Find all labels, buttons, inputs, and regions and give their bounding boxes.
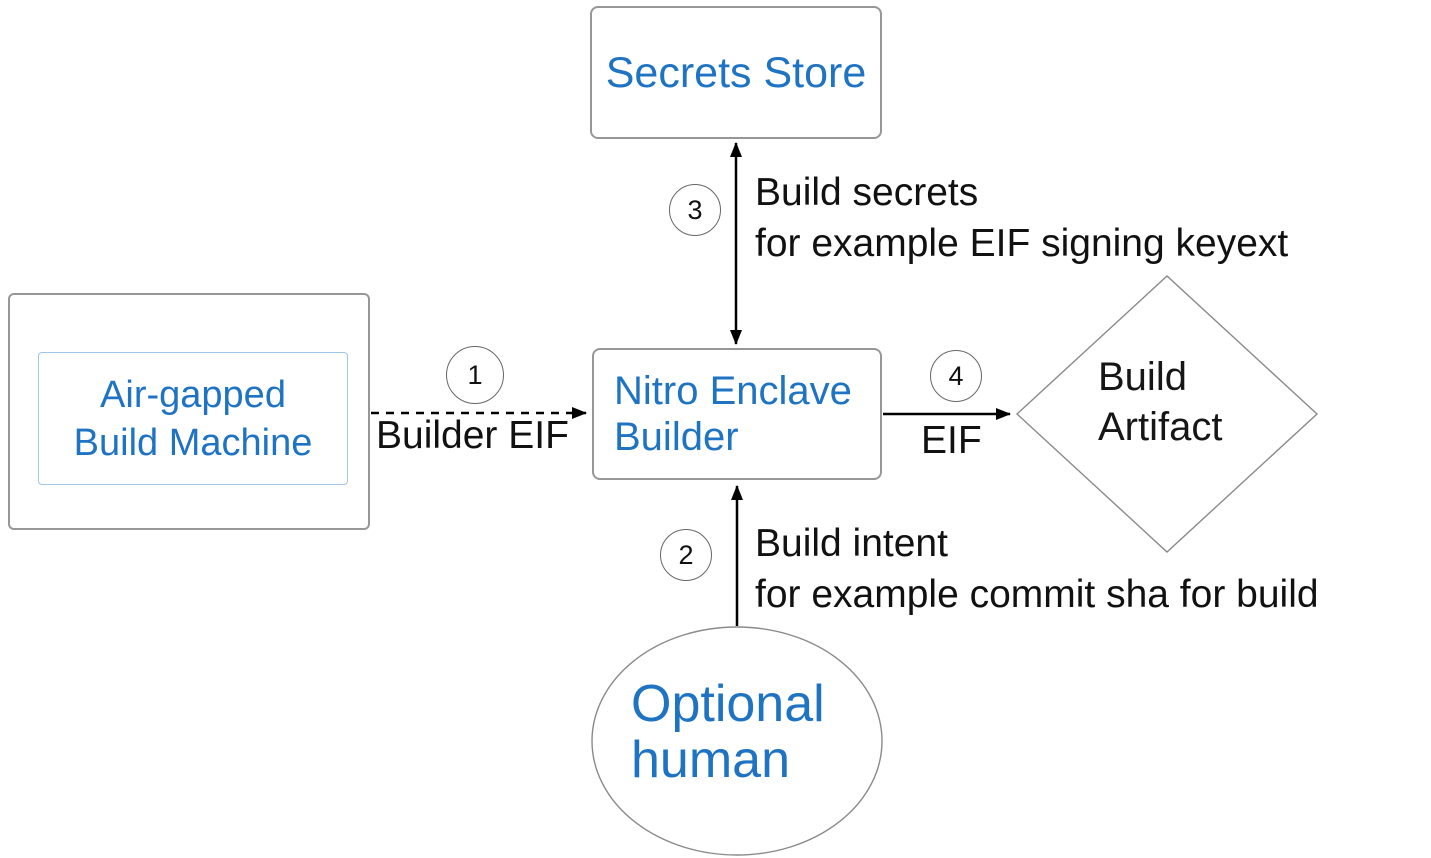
step-3-number: 3 bbox=[687, 194, 703, 225]
optional-human-ellipse bbox=[591, 626, 883, 856]
step-2-number: 2 bbox=[678, 539, 694, 570]
step-4-badge: 4 bbox=[930, 350, 982, 402]
node-nitro-enclave-builder: Nitro Enclave Builder bbox=[592, 348, 882, 480]
edge-builder-eif-label: Builder EIF bbox=[376, 414, 569, 457]
step-2-badge: 2 bbox=[660, 529, 712, 581]
step-4-number: 4 bbox=[948, 360, 964, 391]
step-1-badge: 1 bbox=[446, 346, 504, 404]
build-artifact-label: Build Artifact bbox=[1098, 355, 1223, 449]
optional-human-label: Optional human bbox=[631, 675, 825, 789]
secrets-store-label: Secrets Store bbox=[605, 48, 867, 97]
air-gapped-label: Air-gapped Build Machine bbox=[73, 373, 313, 464]
node-secrets-store: Secrets Store bbox=[590, 6, 882, 139]
build-artifact-diamond bbox=[1015, 275, 1319, 553]
edge-eif-label: EIF bbox=[921, 419, 982, 462]
step-3-badge: 3 bbox=[669, 184, 721, 236]
node-air-gapped-inner: Air-gapped Build Machine bbox=[38, 352, 348, 485]
step-1-number: 1 bbox=[467, 359, 483, 390]
edge-build-intent-label: Build intent for example commit sha for … bbox=[755, 522, 1319, 616]
nitro-enclave-builder-label: Nitro Enclave Builder bbox=[614, 369, 852, 459]
edge-build-secrets-label: Build secrets for example EIF signing ke… bbox=[755, 171, 1289, 265]
